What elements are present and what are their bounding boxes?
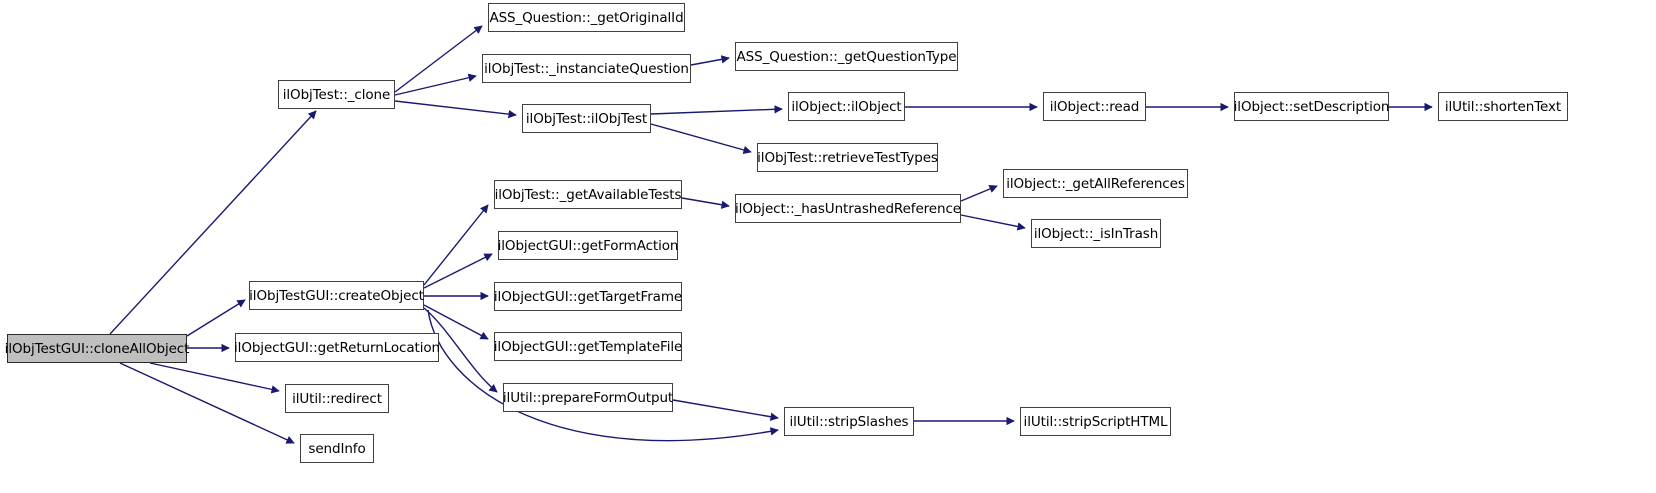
- edge-prepareFormOutput-to-stripSlashes: [672, 399, 779, 421]
- graph-node-hasUntrashedRef[interactable]: ilObject::_hasUntrashedReference: [735, 194, 961, 223]
- edge-cloneAllObject-to-redirect: [149, 362, 280, 394]
- graph-node-setDescription[interactable]: ilObject::setDescription: [1234, 92, 1389, 121]
- graph-node-getTemplateFile[interactable]: ilObjectGUI::getTemplateFile: [494, 332, 682, 361]
- graph-node-label: ilObject::ilObject: [791, 98, 902, 115]
- graph-node-getAvailableTests[interactable]: ilObjTest::_getAvailableTests: [494, 180, 682, 209]
- graph-node-clone[interactable]: ilObjTest::_clone: [278, 80, 395, 109]
- graph-node-read[interactable]: ilObject::read: [1043, 92, 1146, 121]
- graph-node-ilObjTest[interactable]: ilObjTest::ilObjTest: [522, 104, 651, 133]
- graph-node-cloneAllObject[interactable]: ilObjTestGUI::cloneAllObject: [4, 334, 190, 363]
- graph-node-getReturnLocation[interactable]: ilObjectGUI::getReturnLocation: [234, 333, 440, 362]
- graph-node-label: ilObject::_getAllReferences: [1006, 175, 1185, 192]
- graph-node-label: ilObjectGUI::getTargetFrame: [493, 288, 683, 305]
- graph-node-label: ilObjectGUI::getReturnLocation: [234, 339, 440, 356]
- graph-node-sendInfo[interactable]: sendInfo: [300, 434, 374, 463]
- graph-node-label: ilUtil::stripScriptHTML: [1023, 413, 1168, 430]
- graph-node-label: ilObject::_hasUntrashedReference: [735, 200, 961, 217]
- edge-createObject-to-prepareFormOutput: [423, 307, 498, 393]
- edge-createObject-to-getFormAction: [423, 253, 493, 289]
- edge-getAvailableTests-to-hasUntrashedRef: [681, 197, 730, 209]
- graph-node-label: ilObjTest::_instanciateQuestion: [484, 60, 689, 77]
- edge-cloneAllObject-to-clone: [109, 110, 317, 335]
- edge-clone-to-instanciateQuestion: [394, 73, 477, 96]
- graph-node-prepareFormOutput[interactable]: ilUtil::prepareFormOutput: [503, 383, 673, 412]
- graph-node-label: ilObjTestGUI::cloneAllObject: [4, 340, 190, 357]
- graph-node-label: ilObjTestGUI::createObject: [249, 287, 424, 304]
- edge-createObject-to-getTemplateFile: [423, 304, 489, 340]
- graph-node-getQuestionType[interactable]: ASS_Question::_getQuestionType: [735, 42, 958, 71]
- graph-node-label: ASS_Question::_getOriginalId: [489, 9, 684, 26]
- graph-node-label: ilObjTest::_getAvailableTests: [494, 186, 682, 203]
- graph-node-label: ilObject::_isInTrash: [1033, 225, 1159, 242]
- graph-node-label: sendInfo: [308, 440, 366, 457]
- graph-node-retrieveTestTypes[interactable]: ilObjTest::retrieveTestTypes: [757, 143, 938, 172]
- edge-hasUntrashedRef-to-isInTrash: [960, 214, 1026, 231]
- graph-node-label: ilUtil::stripSlashes: [789, 413, 909, 430]
- graph-node-instanciateQuestion[interactable]: ilObjTest::_instanciateQuestion: [482, 54, 691, 83]
- graph-node-label: ilObjTest::retrieveTestTypes: [757, 149, 938, 166]
- graph-node-stripScriptHTML[interactable]: ilUtil::stripScriptHTML: [1020, 407, 1171, 436]
- graph-node-label: ilObject::setDescription: [1233, 98, 1390, 115]
- graph-node-label: ilObjTest::ilObjTest: [525, 110, 648, 127]
- graph-node-isInTrash[interactable]: ilObject::_isInTrash: [1031, 219, 1161, 248]
- graph-node-label: ilUtil::shortenText: [1444, 98, 1562, 115]
- graph-node-label: ilObjectGUI::getFormAction: [497, 237, 679, 254]
- edge-hasUntrashedRef-to-getAllReferences: [960, 185, 998, 202]
- graph-node-shortenText[interactable]: ilUtil::shortenText: [1438, 92, 1568, 121]
- edge-paths: [109, 25, 1433, 444]
- graph-node-getOriginalId[interactable]: ASS_Question::_getOriginalId: [488, 3, 685, 32]
- graph-node-label: ilObjectGUI::getTemplateFile: [493, 338, 683, 355]
- graph-node-label: ASS_Question::_getQuestionType: [736, 48, 957, 65]
- graph-node-label: ilObject::read: [1049, 98, 1140, 115]
- graph-node-getAllReferences[interactable]: ilObject::_getAllReferences: [1003, 169, 1188, 198]
- edge-cloneAllObject-to-createObject: [186, 299, 246, 337]
- edge-instanciateQuestion-to-getQuestionType: [690, 55, 730, 66]
- graph-node-label: ilObjTest::_clone: [282, 86, 391, 103]
- graph-node-getFormAction[interactable]: ilObjectGUI::getFormAction: [498, 231, 678, 260]
- graph-node-createObject[interactable]: ilObjTestGUI::createObject: [249, 281, 424, 310]
- graph-node-ilObject[interactable]: ilObject::ilObject: [788, 92, 905, 121]
- graph-node-label: ilUtil::prepareFormOutput: [502, 389, 674, 406]
- edge-ilObjTest-to-ilObject: [650, 105, 783, 115]
- edge-clone-to-getOriginalId: [394, 25, 483, 93]
- graph-node-getTargetFrame[interactable]: ilObjectGUI::getTargetFrame: [494, 282, 682, 311]
- edge-ilObjTest-to-retrieveTestTypes: [650, 123, 752, 155]
- edge-cloneAllObject-to-sendInfo: [119, 362, 295, 444]
- edge-clone-to-ilObjTest: [394, 100, 517, 119]
- graph-node-label: ilUtil::redirect: [292, 390, 382, 407]
- graph-node-stripSlashes[interactable]: ilUtil::stripSlashes: [784, 407, 914, 436]
- graph-node-redirect[interactable]: ilUtil::redirect: [285, 384, 389, 413]
- edge-createObject-to-getAvailableTests: [423, 204, 489, 286]
